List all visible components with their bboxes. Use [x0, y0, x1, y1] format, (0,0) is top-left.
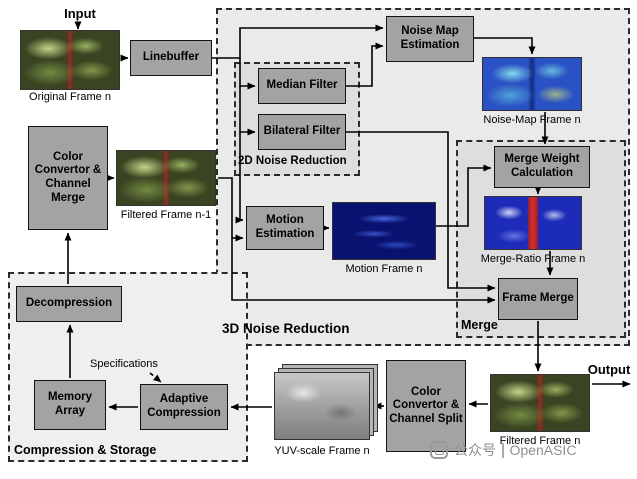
- watermark-divider: [502, 442, 504, 458]
- motion-frame-image: [332, 202, 436, 260]
- filtered-frame-caption: Filtered Frame n: [499, 435, 581, 447]
- merge-ratio-frame-caption: Merge-Ratio Frame n: [480, 253, 586, 265]
- group-label-merge: Merge: [461, 318, 498, 332]
- group-label-2d-noise-reduction: 2D Noise Reduction: [238, 155, 347, 167]
- median-filter-block: Median Filter: [258, 68, 346, 104]
- input-label: Input: [64, 6, 96, 21]
- merge-ratio-frame-image: [484, 196, 582, 250]
- group-label-3d-noise-reduction: 3D Noise Reduction: [222, 321, 350, 336]
- yuv-frame-image: [274, 372, 370, 440]
- frame-merge-block: Frame Merge: [498, 278, 578, 320]
- bilateral-filter-block: Bilateral Filter: [258, 114, 346, 150]
- filtered-prev-frame-image: [116, 150, 216, 206]
- decompression-block: Decompression: [16, 286, 122, 322]
- output-label: Output: [587, 362, 631, 377]
- yuv-frame-caption: YUV-scale Frame n: [274, 445, 370, 457]
- noise-map-frame-caption: Noise-Map Frame n: [483, 114, 581, 126]
- merge-weight-calculation-block: Merge Weight Calculation: [494, 146, 590, 188]
- color-convertor-channel-merge-block: Color Convertor & Channel Merge: [28, 126, 108, 230]
- specifications-label: Specifications: [90, 358, 158, 370]
- watermark-cn-text: 公众号: [454, 442, 496, 458]
- watermark-en-text: OpenASIC: [509, 442, 577, 458]
- motion-estimation-block: Motion Estimation: [246, 206, 324, 250]
- openasic-logo-icon: [430, 441, 448, 459]
- noise-map-estimation-block: Noise Map Estimation: [386, 16, 474, 62]
- noise-map-frame-image: [482, 57, 582, 111]
- group-label-compression-storage: Compression & Storage: [14, 443, 157, 457]
- color-convertor-channel-split-block: Color Convertor & Channel Split: [386, 360, 466, 452]
- memory-array-block: Memory Array: [34, 380, 106, 430]
- adaptive-compression-block: Adaptive Compression: [140, 384, 228, 430]
- linebuffer-block: Linebuffer: [130, 40, 212, 76]
- filtered-prev-frame-caption: Filtered Frame n-1: [120, 209, 212, 221]
- watermark: 公众号 OpenASIC: [430, 440, 576, 460]
- filtered-frame-image: [490, 374, 590, 432]
- motion-frame-caption: Motion Frame n: [345, 263, 423, 275]
- original-frame-caption: Original Frame n: [29, 91, 111, 103]
- original-frame-image: [20, 30, 120, 90]
